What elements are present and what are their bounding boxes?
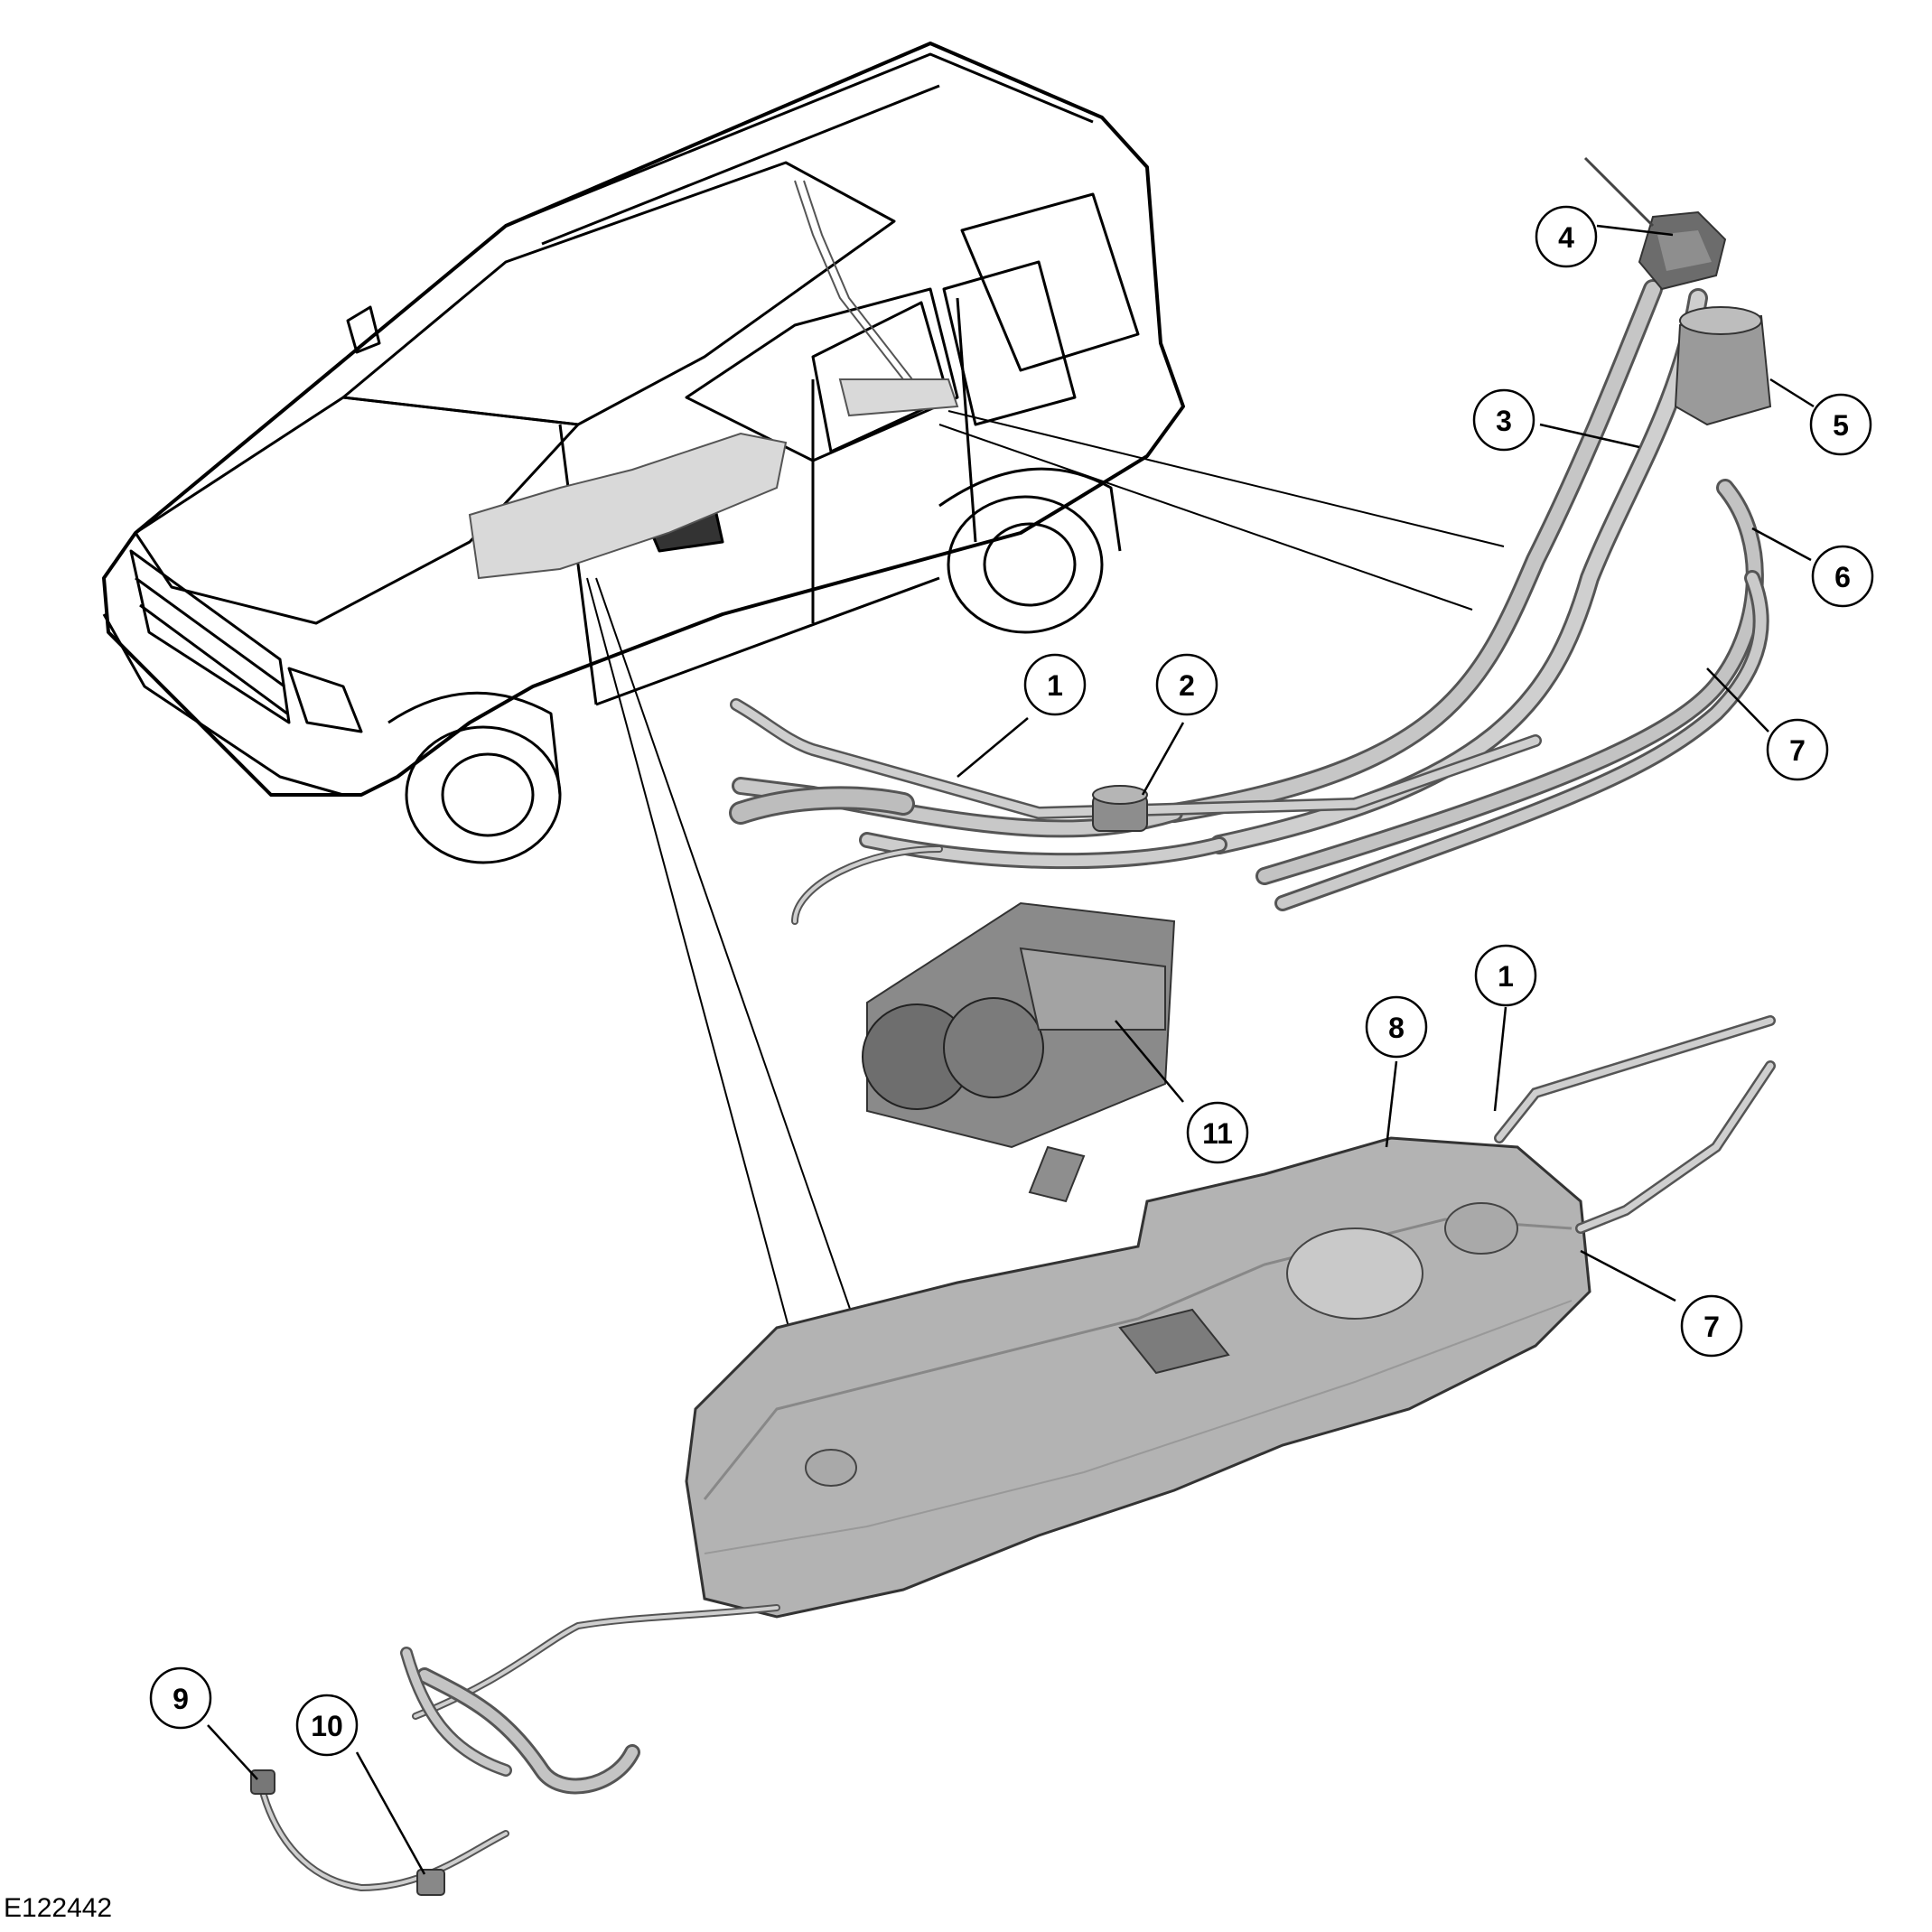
vehicle-outline — [102, 42, 1185, 864]
svg-text:1: 1 — [1498, 960, 1514, 993]
callout-4-filler-cap: 4 — [1535, 205, 1598, 268]
fuel-tank — [685, 1136, 1591, 1619]
fuel-filter — [1092, 785, 1148, 832]
callout-3-filler-pipe: 3 — [1472, 388, 1535, 452]
svg-text:10: 10 — [311, 1710, 343, 1742]
callout-7-pipe-upper: 7 — [1766, 718, 1829, 781]
leader-lines — [586, 410, 1505, 1351]
svg-text:7: 7 — [1789, 734, 1806, 767]
callout-1-fuel-line: 1 — [1023, 653, 1087, 716]
svg-text:9: 9 — [173, 1683, 189, 1715]
callout-5-vent-canister: 5 — [1809, 393, 1872, 456]
callout-1-tank-line: 1 — [1474, 944, 1537, 1007]
tank-lines-right — [1494, 1015, 1776, 1234]
svg-text:7: 7 — [1703, 1311, 1720, 1343]
canister-assembly — [862, 901, 1176, 1203]
callout-6-vent-pipe: 6 — [1811, 545, 1874, 608]
svg-text:1: 1 — [1047, 669, 1063, 702]
callout-10-connector: 10 — [295, 1694, 359, 1757]
fuel-lines-upper — [729, 698, 1542, 925]
svg-text:5: 5 — [1833, 409, 1849, 442]
vent-canister — [1674, 306, 1772, 426]
callout-leaders — [207, 224, 1815, 1875]
svg-text:2: 2 — [1179, 669, 1195, 702]
svg-text:3: 3 — [1496, 405, 1512, 437]
callout-8-fuel-tank: 8 — [1365, 995, 1428, 1059]
svg-text:6: 6 — [1834, 561, 1851, 593]
rear-fuel-lines — [258, 1604, 780, 1892]
svg-text:4: 4 — [1558, 221, 1574, 254]
svg-text:8: 8 — [1388, 1012, 1405, 1044]
filler-pipes — [732, 279, 1769, 911]
callout-9-connector: 9 — [149, 1666, 212, 1730]
figure-id: E122442 — [4, 1893, 113, 1923]
callout-7-pipe-lower: 7 — [1680, 1294, 1743, 1358]
vehicle-tank-ghost — [468, 180, 959, 580]
connector-10 — [416, 1869, 445, 1896]
connector-9 — [250, 1769, 275, 1795]
callout-2-fuel-filter: 2 — [1155, 653, 1218, 716]
filler-neck-cap — [1583, 156, 1727, 291]
svg-text:11: 11 — [1202, 1117, 1233, 1150]
callout-11-canister: 11 — [1186, 1101, 1249, 1164]
